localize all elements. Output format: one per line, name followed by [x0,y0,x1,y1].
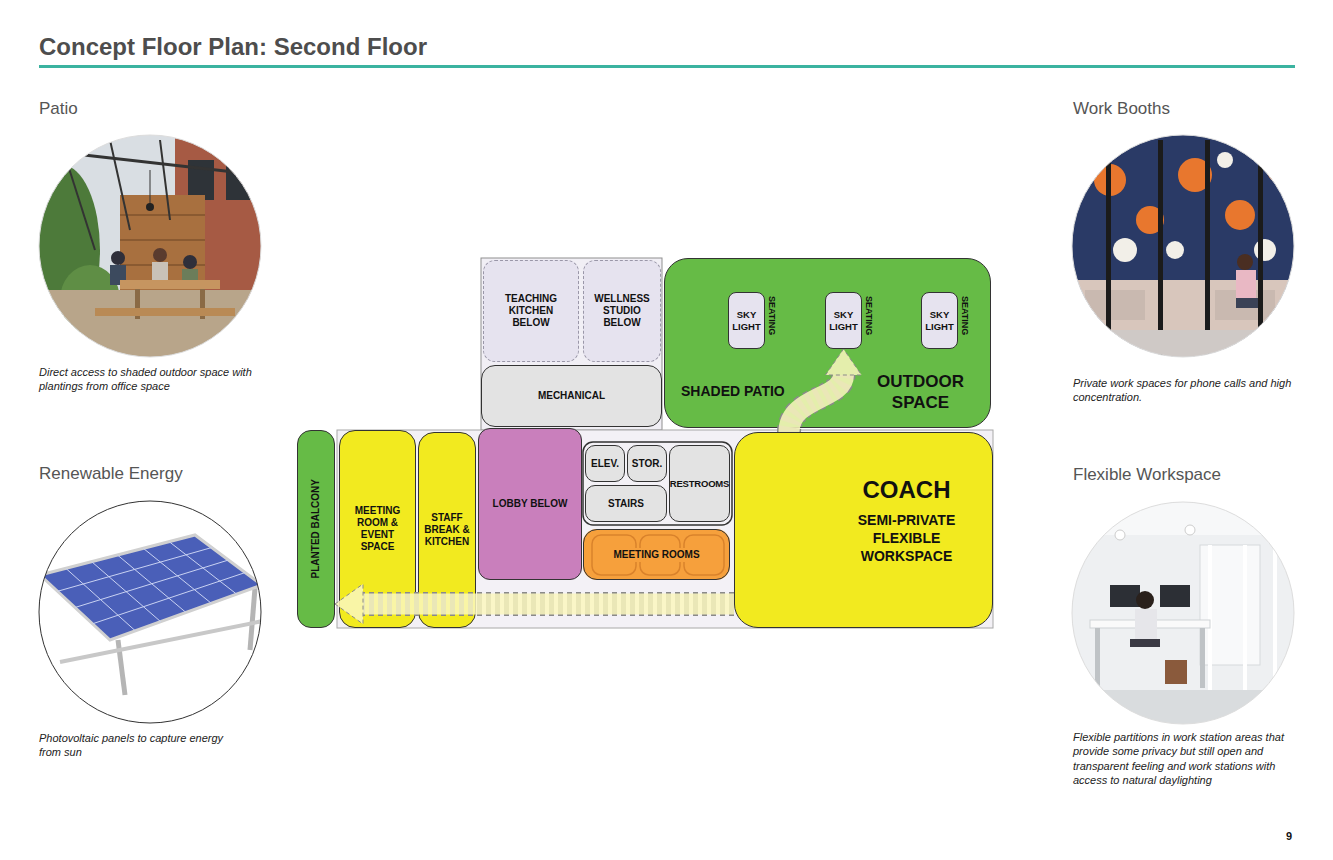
core-box: STOR. [627,445,667,482]
node-label: SKY LIGHT [828,309,859,332]
node-label: MEETING ROOMS [610,548,702,562]
node-label: LOBBY BELOW [493,498,568,510]
node-body: OUTDOOR SPACE [863,371,978,414]
node-label: COACH [863,476,951,505]
node-label: STOR. [632,458,662,470]
caption: Direct access to shaded outdoor space wi… [39,365,271,394]
node-body: SEMI-PRIVATE FLEXIBLE WORKSPACE [842,511,972,566]
section-heading: Work Booths [1073,99,1170,119]
circulation-arrow [335,584,734,624]
page-number: 9 [1286,830,1292,842]
caption: Flexible partitions in work station area… [1073,730,1299,787]
seating-label: SEATING [960,296,970,335]
core-group [583,442,732,525]
node-label: SKY LIGHT [731,309,762,332]
caption: Photovoltaic panels to capture energy fr… [39,731,244,760]
node-label: MECHANICAL [538,390,605,402]
patio-photo [24,130,270,370]
balcony-box: PLANTED BALCONY [297,430,335,628]
node-label: SKY LIGHT [924,309,955,332]
node-label: STAIRS [608,498,644,510]
upper-ground [481,258,662,430]
room-box: MEETING ROOMS [583,529,730,580]
node-label: PLANTED BALCONY [310,479,322,578]
caption: Private work spaces for phone calls and … [1073,376,1308,405]
skylight-box: SKY LIGHT [728,292,765,349]
node-label: RESTROOMS [670,478,729,489]
page-title: Concept Floor Plan: Second Floor [39,33,427,61]
core-box: RESTROOMS [669,445,730,522]
core-box: STAIRS [585,485,667,522]
node-label: STAFF BREAK & KITCHEN [422,512,472,548]
room-box: MECHANICAL [481,365,662,427]
work-booth-photo [1065,130,1305,370]
node-label: MEETING ROOM & EVENT SPACE [346,505,409,553]
room-box: TEACHING KITCHEN BELOW [483,260,579,362]
meeting-room-fill [583,529,730,580]
section-heading: Patio [39,99,78,119]
seating-label: SEATING [767,296,777,335]
skylight-box: SKY LIGHT [825,292,862,349]
circulation-arrow [789,349,862,432]
building-ground [337,430,993,628]
workspace-photo [1065,495,1305,735]
solar-panel-photo [30,495,270,735]
node-label: ELEV. [591,458,619,470]
node-label: WELLNESS STUDIO BELOW [590,293,654,329]
room-box: LOBBY BELOW [478,428,582,580]
workspace-box: COACH SEMI-PRIVATE FLEXIBLE WORKSPACE [734,432,993,628]
section-heading: Flexible Workspace [1073,465,1221,485]
skylight-box: SKY LIGHT [921,292,958,349]
section-heading: Renewable Energy [39,464,183,484]
title-rule [39,65,1295,68]
node-label: SHADED PATIO [681,383,785,400]
room-box: WELLNESS STUDIO BELOW [583,260,661,362]
node-label: TEACHING KITCHEN BELOW [492,293,570,329]
core-box: ELEV. [585,445,625,482]
seating-label: SEATING [864,296,874,335]
